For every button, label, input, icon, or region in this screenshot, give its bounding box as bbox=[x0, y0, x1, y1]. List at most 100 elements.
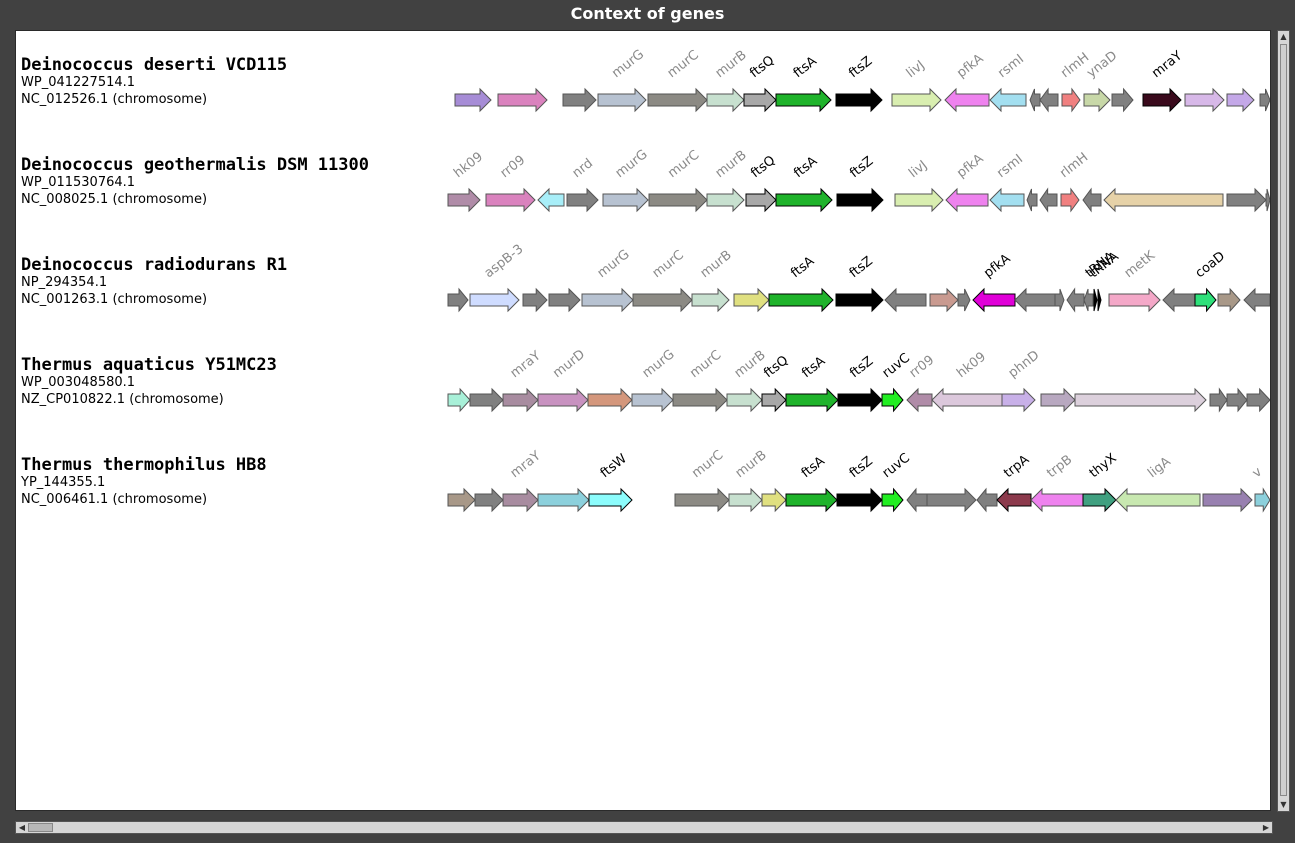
scroll-down-arrow-icon[interactable]: ▼ bbox=[1280, 800, 1287, 809]
gene-arrow-ynad[interactable] bbox=[1083, 87, 1111, 113]
gene-arrow[interactable] bbox=[1066, 287, 1085, 313]
gene-arrow-hk09[interactable] bbox=[447, 187, 481, 213]
gene-arrow-trpa[interactable] bbox=[996, 487, 1032, 513]
gene-arrow[interactable] bbox=[1074, 387, 1207, 413]
gene-arrow[interactable] bbox=[1202, 487, 1253, 513]
gene-arrow[interactable] bbox=[957, 288, 971, 312]
gene-arrow[interactable] bbox=[522, 287, 548, 313]
gene-arrow-nrd[interactable] bbox=[566, 187, 599, 213]
gene-arrow[interactable] bbox=[447, 287, 469, 313]
gene-arrow[interactable] bbox=[1217, 287, 1241, 313]
gene-arrow[interactable] bbox=[1226, 187, 1267, 213]
gene-arrow[interactable] bbox=[976, 487, 998, 513]
gene-arrow[interactable] bbox=[929, 287, 959, 313]
gene-arrow-murb[interactable] bbox=[706, 87, 745, 113]
gene-arrow[interactable] bbox=[474, 487, 504, 513]
gene-arrow-coad[interactable] bbox=[1194, 287, 1217, 313]
gene-arrow[interactable] bbox=[1014, 287, 1056, 313]
scroll-right-arrow-icon[interactable]: ▶ bbox=[1262, 823, 1270, 832]
gene-arrow-ftsq[interactable] bbox=[745, 187, 777, 213]
scroll-left-arrow-icon[interactable]: ◀ bbox=[18, 823, 26, 832]
gene-arrow-rsmi[interactable] bbox=[989, 187, 1025, 213]
gene-arrow[interactable] bbox=[447, 487, 476, 513]
gene-arrow-murc[interactable] bbox=[647, 87, 708, 113]
gene-arrow-trna[interactable] bbox=[1093, 288, 1098, 312]
gene-arrow[interactable] bbox=[1184, 87, 1225, 113]
gene-arrow-thyx[interactable] bbox=[1082, 487, 1117, 513]
gene-arrow[interactable] bbox=[1103, 187, 1224, 213]
gene-arrow-livj[interactable] bbox=[894, 187, 944, 213]
gene-arrow[interactable] bbox=[1039, 87, 1059, 113]
gene-arrow[interactable] bbox=[1040, 387, 1076, 413]
gene-arrow-ftsz[interactable] bbox=[835, 87, 883, 113]
gene-arrow-murb[interactable] bbox=[691, 287, 730, 313]
gene-arrow-trna[interactable] bbox=[1097, 288, 1102, 312]
gene-arrow-ftsa[interactable] bbox=[775, 187, 833, 213]
gene-arrow-aspb-3[interactable] bbox=[469, 287, 520, 313]
gene-arrow-ftsw[interactable] bbox=[588, 487, 633, 513]
gene-arrow-ftsq[interactable] bbox=[743, 87, 777, 113]
gene-arrow[interactable] bbox=[1039, 187, 1058, 213]
gene-arrow-pfka[interactable] bbox=[944, 87, 990, 113]
vertical-scroll-thumb[interactable] bbox=[1280, 44, 1287, 796]
gene-arrow-ruvc[interactable] bbox=[881, 487, 904, 513]
gene-arrow-hk09[interactable] bbox=[931, 387, 1003, 413]
gene-arrow[interactable] bbox=[1029, 88, 1041, 112]
gene-arrow[interactable] bbox=[926, 487, 977, 513]
gene-arrow-murg[interactable] bbox=[602, 187, 649, 213]
gene-arrow[interactable] bbox=[1083, 288, 1094, 312]
gene-arrow-livj[interactable] bbox=[891, 87, 942, 113]
gene-arrow[interactable] bbox=[1026, 188, 1038, 212]
gene-arrow-murc[interactable] bbox=[672, 387, 728, 413]
gene-arrow-rlmh[interactable] bbox=[1060, 187, 1080, 213]
gene-arrow-rr09[interactable] bbox=[485, 187, 536, 213]
gene-arrow[interactable] bbox=[733, 287, 770, 313]
gene-arrow[interactable] bbox=[537, 187, 565, 213]
gene-arrow[interactable] bbox=[587, 387, 633, 413]
horizontal-scroll-thumb[interactable] bbox=[28, 823, 53, 832]
gene-arrow-pfka[interactable] bbox=[945, 187, 989, 213]
gene-arrow[interactable] bbox=[1162, 287, 1196, 313]
gene-arrow[interactable] bbox=[1243, 287, 1270, 313]
gene-arrow-ftsz[interactable] bbox=[836, 187, 884, 213]
gene-arrow-ftsa[interactable] bbox=[775, 87, 832, 113]
gene-arrow-ftsa[interactable] bbox=[785, 387, 839, 413]
gene-arrow-murb[interactable] bbox=[728, 487, 763, 513]
gene-arrow-rlmh[interactable] bbox=[1061, 87, 1081, 113]
gene-arrow-ftsa[interactable] bbox=[785, 487, 838, 513]
gene-arrow[interactable] bbox=[1265, 188, 1270, 212]
gene-arrow-v[interactable] bbox=[1254, 487, 1270, 513]
scroll-up-arrow-icon[interactable]: ▲ bbox=[1280, 32, 1287, 41]
gene-arrow-ruvc[interactable] bbox=[881, 387, 904, 413]
gene-arrow-phnd[interactable] bbox=[1001, 387, 1036, 413]
gene-arrow[interactable] bbox=[537, 487, 590, 513]
gene-arrow[interactable] bbox=[469, 387, 504, 413]
gene-arrow[interactable] bbox=[1054, 288, 1065, 312]
gene-arrow[interactable] bbox=[454, 87, 492, 113]
gene-arrow-murc[interactable] bbox=[632, 287, 693, 313]
gene-arrow[interactable] bbox=[1209, 387, 1228, 413]
gene-arrow-metk[interactable] bbox=[1108, 287, 1161, 313]
gene-arrow-liga[interactable] bbox=[1115, 487, 1201, 513]
gene-arrow-murg[interactable] bbox=[631, 387, 674, 413]
gene-arrow[interactable] bbox=[1111, 87, 1134, 113]
gene-arrow[interactable] bbox=[548, 287, 581, 313]
gene-arrow-ftsz[interactable] bbox=[835, 287, 884, 313]
gene-arrow-murc[interactable] bbox=[648, 187, 708, 213]
gene-arrow-murb[interactable] bbox=[726, 387, 763, 413]
gene-arrow-mray[interactable] bbox=[502, 487, 539, 513]
gene-arrow-rsmi[interactable] bbox=[989, 87, 1027, 113]
gene-arrow[interactable] bbox=[1259, 88, 1270, 112]
gene-arrow-mray[interactable] bbox=[502, 387, 539, 413]
gene-arrow[interactable] bbox=[497, 87, 548, 113]
gene-arrow[interactable] bbox=[1246, 387, 1270, 413]
gene-arrow-pfka[interactable] bbox=[972, 287, 1016, 313]
gene-arrow-murd[interactable] bbox=[537, 387, 589, 413]
gene-arrow-rr09[interactable] bbox=[906, 387, 933, 413]
gene-arrow[interactable] bbox=[447, 387, 471, 413]
gene-arrow-murb[interactable] bbox=[706, 187, 745, 213]
gene-arrow[interactable] bbox=[1226, 387, 1248, 413]
gene-arrow[interactable] bbox=[884, 287, 927, 313]
gene-arrow-mray[interactable] bbox=[1142, 87, 1182, 113]
gene-arrow[interactable] bbox=[562, 87, 597, 113]
